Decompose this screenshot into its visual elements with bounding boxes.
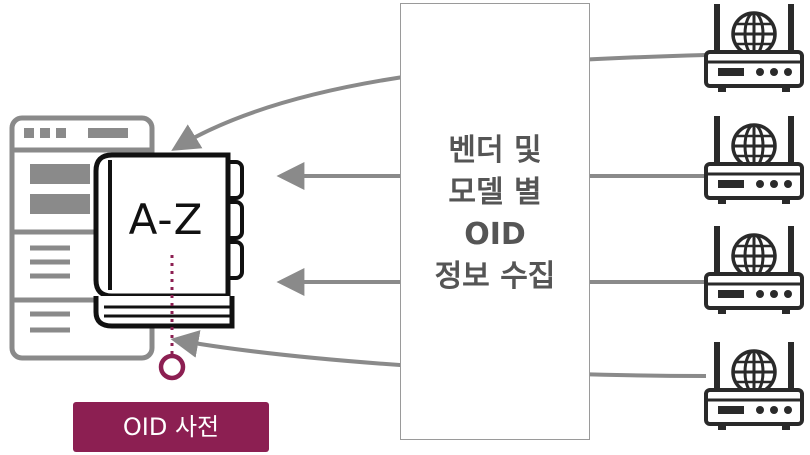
collection-line-4: 정보 수집 [434, 259, 556, 294]
book-cover-text: A-Z [128, 195, 204, 244]
oid-dictionary-badge: OID 사전 [73, 402, 269, 452]
server-rack-icon [9, 115, 155, 361]
router-list [704, 2, 804, 432]
collection-panel-text: 벤더 및 모델 별 OID 정보 수집 [400, 130, 590, 298]
collection-line-1: 벤더 및 [448, 133, 542, 168]
router-globe-icon [704, 224, 804, 316]
router-globe-icon [704, 340, 804, 432]
collection-line-3: OID [464, 217, 526, 252]
collection-panel [400, 3, 590, 440]
router-globe-icon [704, 114, 804, 206]
dictionary-book-icon [93, 152, 244, 381]
collection-line-2: 모델 별 [448, 175, 542, 210]
router-globe-icon [704, 2, 804, 94]
